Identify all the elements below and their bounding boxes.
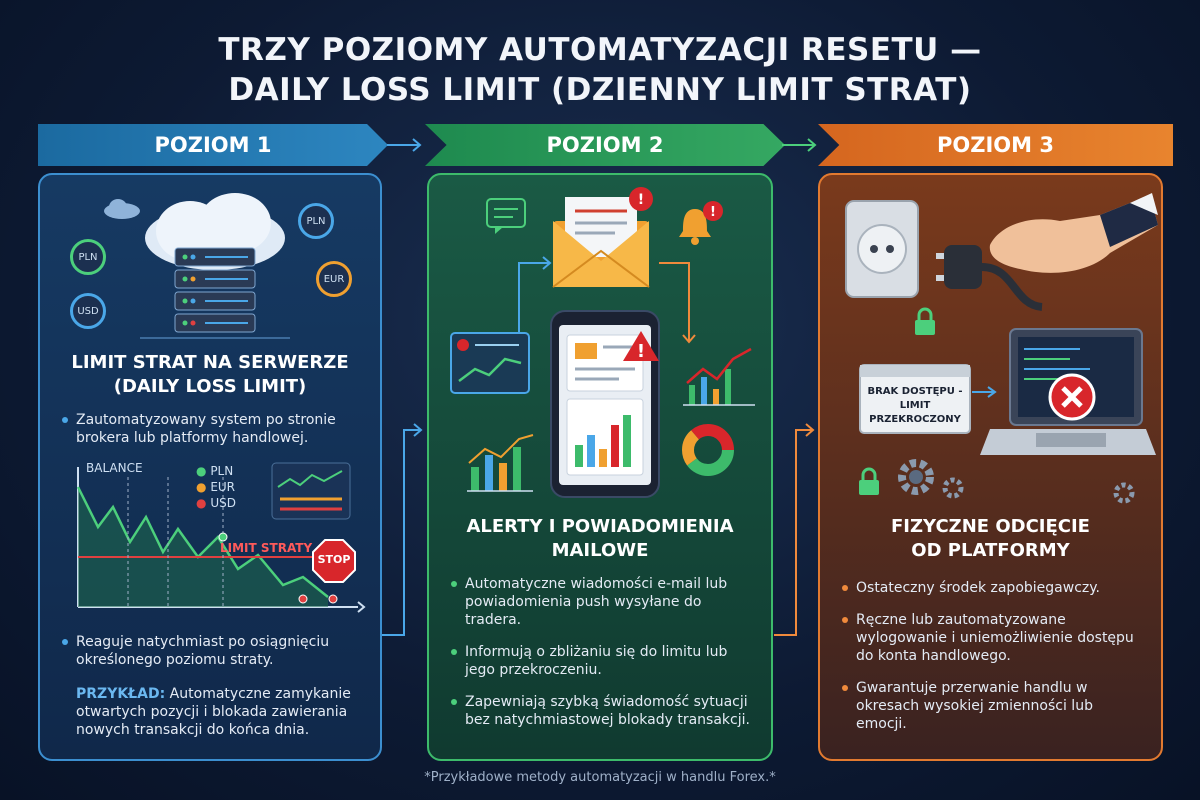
mini-chart-icon (271, 462, 351, 520)
page-title: TRZY POZIOMY AUTOMATYZACJI RESETU — DAIL… (0, 30, 1200, 110)
level-3-panel: BRAK DOSTĘPU - LIMIT PRZEKROCZONY FIZYCZ… (818, 173, 1163, 761)
level-1-panel: PLN EUR USD PLN LIMIT STRAT NA SERWERZE … (38, 173, 382, 761)
small-cloud-icon (104, 199, 140, 219)
error-x-icon (1048, 373, 1096, 421)
level-1-bullets-bottom: Reaguje natychmiast po osiągnięciu okreś… (62, 633, 362, 683)
legend-eur: EUR (210, 480, 236, 494)
level-3-bullets: Ostateczny środek zapobiegawczy. Ręczne … (842, 579, 1143, 747)
level-3-banner: POZIOM 3 (818, 124, 1173, 166)
svg-text:!: ! (710, 205, 716, 220)
example-text: Automatyczne zamykanie otwartych pozycji… (76, 686, 351, 738)
padlock-icon (915, 307, 935, 335)
legend-usd: USD (210, 496, 236, 510)
flow-arrows-icon (518, 256, 696, 344)
gear-icon (898, 459, 934, 495)
banner-arrow-2-icon (782, 138, 817, 152)
stop-label: STOP (317, 553, 351, 566)
laptop-icon (980, 328, 1156, 455)
donut-chart-icon (682, 424, 734, 476)
currency-coin-icon: USD (70, 293, 106, 329)
padlock-icon (859, 467, 879, 495)
level-2-panel: ! ! ! (427, 173, 773, 761)
smartphone-icon: ! (550, 310, 660, 498)
level-3-title-line-2: OD PLATFORMY (911, 540, 1070, 561)
level-2-title: ALERTY I POWIADOMIENIA MAILOWE (429, 515, 771, 563)
footnote: *Przykładowe metody automatyzacji w hand… (424, 770, 776, 785)
level-2-banner: POZIOM 2 (425, 124, 785, 166)
power-socket-icon (845, 200, 919, 298)
level-2-title-line-2: MAILOWE (551, 540, 649, 561)
currency-coin-icon: EUR (316, 261, 352, 297)
bar-chart-icon (467, 434, 534, 492)
level-1-title: LIMIT STRAT NA SERWERZE (DAILY LOSS LIMI… (40, 351, 380, 399)
list-item: Zautomatyzowany system po stronie broker… (62, 411, 362, 447)
chart-limit-label: LIMIT STRATY (220, 541, 313, 555)
list-item: Reaguje natychmiast po osiągnięciu okreś… (62, 633, 362, 669)
level-2-bullets: Automatyczne wiadomości e-mail lub powia… (451, 575, 753, 743)
title-line-2: DAILY LOSS LIMIT (DZIENNY LIMIT STRAT) (228, 72, 972, 108)
bell-icon: ! (679, 201, 723, 245)
sign-arrow-icon (972, 386, 997, 398)
list-item: Zapewniają szybką świadomość sytuacji be… (451, 693, 753, 729)
plug-icon (936, 245, 1043, 311)
access-denied-sign: BRAK DOSTĘPU - LIMIT PRZEKROCZONY (860, 385, 970, 427)
list-item: Ostateczny środek zapobiegawczy. (842, 579, 1143, 597)
chart-legend: ● PLN ● EUR ● USD (196, 464, 236, 510)
title-line-1: TRZY POZIOMY AUTOMATYZACJI RESETU — (218, 32, 982, 68)
line-chart-icon (683, 347, 755, 406)
balance-chart-icon (76, 467, 366, 613)
hand-icon (989, 193, 1158, 273)
gear-icon (1113, 482, 1135, 504)
list-item: Gwarantuje przerwanie handlu w okresach … (842, 679, 1143, 733)
svg-text:!: ! (638, 192, 644, 208)
chat-bubble-icon (486, 198, 526, 234)
level-1-banner: POZIOM 1 (38, 124, 388, 166)
list-item: Informują o zbliżaniu się do limitu lub … (451, 643, 753, 679)
level-1-bullets-top: Zautomatyzowany system po stronie broker… (62, 411, 362, 461)
list-item: Automatyczne wiadomości e-mail lub powia… (451, 575, 753, 629)
level-3-title: FIZYCZNE ODCIĘCIE OD PLATFORMY (820, 515, 1161, 563)
envelope-icon: ! (552, 187, 653, 288)
panel-connector-2-icon (774, 423, 815, 636)
chart-window-icon (450, 332, 530, 394)
svg-text:!: ! (637, 341, 645, 362)
currency-coin-icon: PLN (298, 203, 334, 239)
sign-line-2: LIMIT PRZEKROCZONY (869, 400, 961, 425)
sign-line-1: BRAK DOSTĘPU - (867, 386, 963, 397)
level-1-title-line-2: (DAILY LOSS LIMIT) (113, 376, 307, 397)
level-3-title-line-1: FIZYCZNE ODCIĘCIE (891, 516, 1090, 537)
chart-balance-label: BALANCE (86, 461, 143, 475)
stop-sign-icon (312, 539, 356, 583)
legend-pln: PLN (210, 464, 234, 478)
panel-connector-1-icon (382, 423, 423, 636)
currency-coin-icon: PLN (70, 239, 106, 275)
level-1-example: PRZYKŁAD: Automatyczne zamykanie otwarty… (76, 685, 364, 739)
gear-icon (942, 477, 964, 499)
banner-arrow-1-icon (387, 138, 422, 152)
example-label: PRZYKŁAD: (76, 686, 166, 702)
sign-window-icon (859, 364, 971, 434)
level-2-title-line-1: ALERTY I POWIADOMIENIA (466, 516, 734, 537)
level-1-title-line-1: LIMIT STRAT NA SERWERZE (71, 352, 349, 373)
list-item: Ręczne lub zautomatyzowane wylogowanie i… (842, 611, 1143, 665)
cloud-server-icon (140, 193, 290, 339)
